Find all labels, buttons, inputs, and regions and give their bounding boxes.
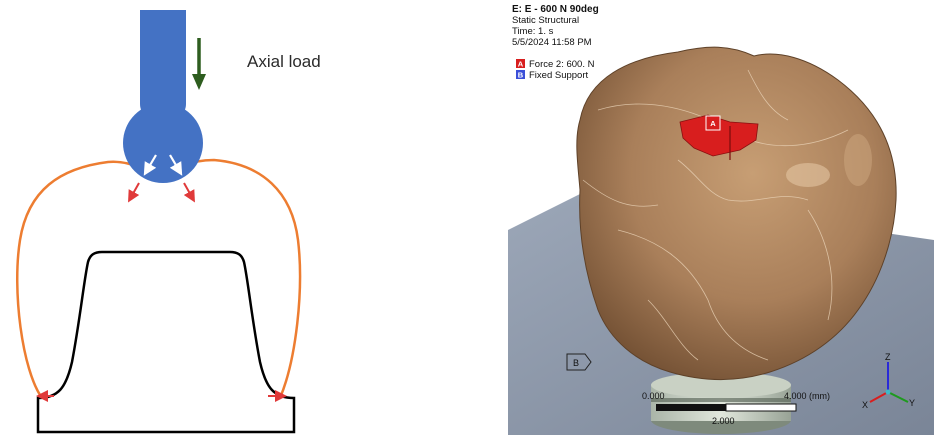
analysis-type: Static Structural (512, 15, 579, 26)
legend-support-label: Fixed Support (529, 70, 589, 81)
support-marker-letter: B (573, 358, 579, 368)
fea-svg: A B E: E - 600 N 90deg Static Structural… (508, 0, 934, 435)
fea-model-view: A B E: E - 600 N 90deg Static Structural… (508, 0, 934, 435)
scale-label-start: 0.000 (642, 391, 665, 401)
force-marker: A (706, 116, 720, 130)
svg-text:Z: Z (885, 352, 891, 362)
axial-load-arrow (192, 38, 206, 90)
analysis-date: 5/5/2024 11:58 PM (512, 37, 592, 48)
scale-label-end: 4.000 (mm) (784, 391, 830, 401)
svg-text:A: A (710, 119, 716, 128)
reaction-arrow-right (184, 183, 193, 199)
legend-item-force: A Force 2: 600. N (516, 59, 595, 70)
svg-text:A: A (518, 60, 524, 69)
svg-text:B: B (518, 71, 524, 80)
axial-load-label: Axial load (247, 52, 321, 71)
svg-text:Y: Y (909, 398, 915, 408)
reaction-arrow-left (130, 183, 139, 199)
analysis-title: E: E - 600 N 90deg (512, 4, 599, 15)
svg-text:X: X (862, 400, 868, 410)
scale-label-mid: 2.000 (712, 416, 735, 426)
abutment-outline (38, 252, 294, 432)
legend-item-support: B Fixed Support (516, 70, 589, 81)
legend-force-label: Force 2: 600. N (529, 59, 595, 70)
crown-outline (17, 160, 300, 398)
axial-load-schematic: Axial load (0, 0, 480, 435)
analysis-time: Time: 1. s (512, 26, 554, 37)
indenter (123, 10, 203, 183)
schematic-svg: Axial load (0, 0, 480, 435)
